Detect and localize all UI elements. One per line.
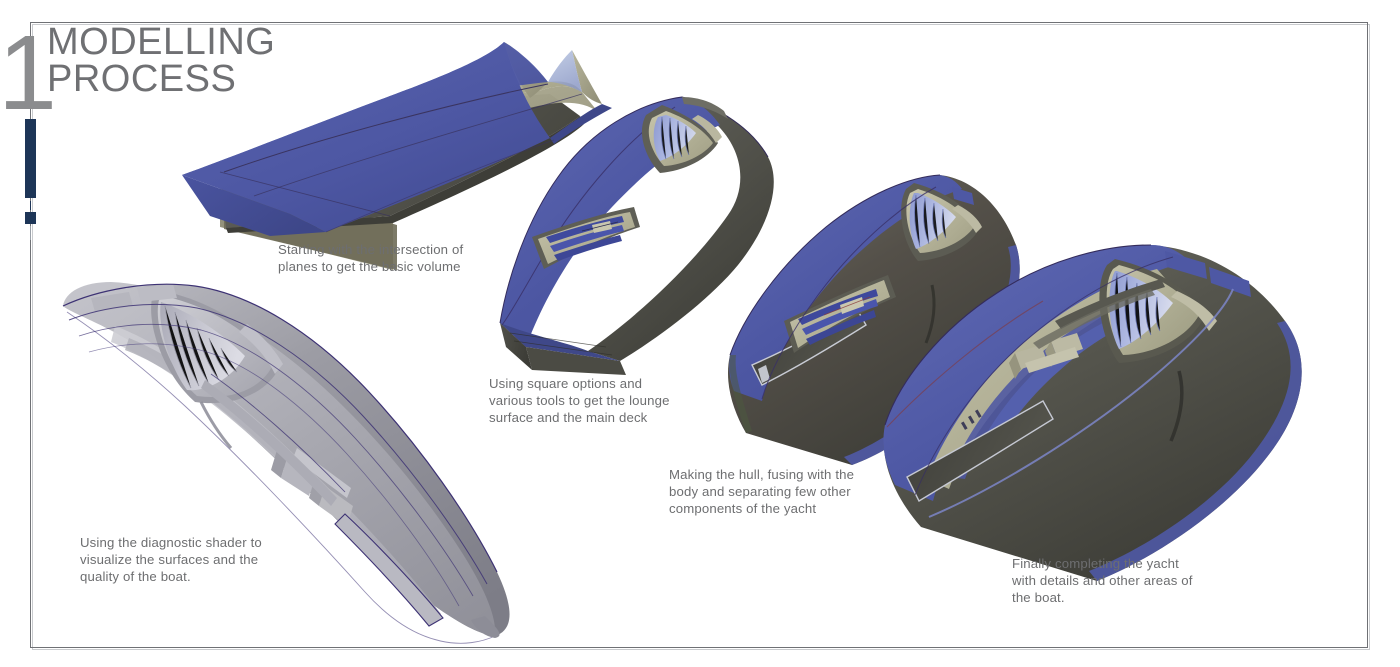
lounge-slats [798,289,878,345]
hull-starboard-side [588,97,774,361]
model-yacht-deck-lounge [470,85,830,375]
stern-tip [471,616,500,638]
chine-line-lower [78,323,474,597]
khaki-fin-inner-shadow [548,50,582,92]
windscreen-mullions [164,305,238,389]
rail-dash-line [30,201,31,210]
waterline-highlight [928,288,1234,518]
hull-window [907,401,1053,501]
bow-cut-lines [509,332,613,356]
cockpit-seat-khaki [1171,291,1217,331]
deck-surface-blue [500,97,720,347]
bow-cut-face-2 [526,347,626,375]
hull-window-rim [751,310,867,386]
cockpit-seat-strip [952,205,982,233]
chine-line-upper [62,283,498,573]
lounge-detail-line-red [823,296,871,316]
deck-outline [884,244,1152,426]
plane-blue-body [182,42,550,232]
transom-face [682,97,728,119]
deck-rail-strip [1055,279,1165,329]
deck-centre-crease [66,311,496,644]
bow-vent-dots [960,409,982,430]
crease-line-d [219,171,391,217]
cockpit-console-block [952,187,974,205]
deck-surface-blue-bow [500,323,620,361]
deck-seat-strip [201,380,337,506]
rail-accent-bar [25,119,36,198]
hull-seam-vertical [924,284,936,344]
hull-bottom-dark [226,116,584,233]
deck-centre-crease [914,256,1174,496]
plane-blue-wing-lower [182,175,326,236]
deck-outline [729,174,941,356]
deck-centre-crease [761,186,937,400]
hull-seam-transverse [199,401,233,449]
cockpit-glass-mullions [914,194,947,248]
caption-step-5: Using the diagnostic shader to visualize… [80,535,262,584]
rail-tail-line [30,226,31,240]
plane-blue-tail [550,104,612,144]
page-title: MODELLING PROCESS [47,21,276,101]
khaki-bow-fin-right [572,50,602,104]
cockpit-glass-mullions [660,116,690,160]
chine-line-mid [68,303,488,585]
hull-window-rim [906,400,1054,502]
cockpit-seat-aft [692,115,722,143]
bow-red-line [886,300,1044,428]
model-intersecting-planes-hull [150,20,620,270]
deck-outline [499,96,683,324]
hull-window [335,514,443,626]
deck-seat-strip-edge [210,373,346,493]
section-number: 1 [0,14,57,132]
cockpit-console-block-2 [137,284,177,302]
hull-window-rim [334,513,444,627]
hull-seam-vertical [1169,370,1184,442]
model-yacht-diagnostic-shader [45,262,525,644]
lounge-detail-line [581,221,619,232]
model-yacht-completed [865,244,1355,605]
caption-step-1: Starting with the intersection of planes… [278,242,464,274]
crease-line-a [223,83,549,173]
crease-line-c [325,139,555,233]
rail-accent-square [25,212,36,224]
caption-step-3: Making the hull, fusing with the body an… [669,467,855,516]
cockpit-console-block [1165,251,1207,279]
caption-step-4: Finally completing the yacht with detail… [1012,556,1193,605]
cockpit-seat [239,324,283,374]
hull-window-reflection [758,365,770,383]
caption-step-2: Using square options and various tools t… [489,376,670,425]
bow-edge-highlight [729,355,752,433]
bow-cut-face [500,323,532,370]
chine-line-keel [88,343,460,607]
crease-line-b [253,93,583,197]
cockpit-console-block-2 [1209,267,1251,297]
chine-accent-stripe [1089,321,1302,581]
deck-furniture-blocks [1009,333,1083,379]
lounge-detail-block [592,221,612,233]
deck-rail-strip-2 [1033,289,1155,349]
